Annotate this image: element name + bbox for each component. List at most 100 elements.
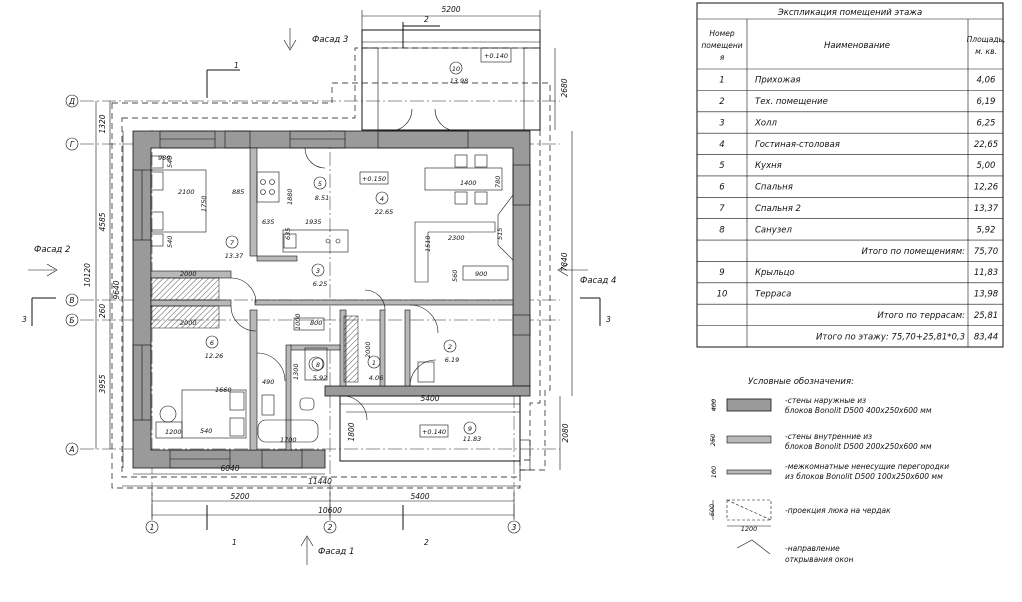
explication-row-name: Кухня (755, 161, 782, 171)
svg-text:1000: 1000 (294, 313, 302, 330)
room-6-number: 6 (210, 339, 214, 347)
explication-row-num: 10 (717, 290, 728, 300)
svg-text:980: 980 (158, 154, 170, 162)
svg-text:1300: 1300 (292, 363, 300, 380)
legend-window-arrow-icon (736, 539, 771, 555)
axis-D: Д (68, 97, 75, 106)
legend-item-3-line2: из блоков Bonolit D500 100х250х600 мм (785, 472, 943, 481)
room-9-area: 11.83 (463, 435, 482, 443)
svg-text:1660: 1660 (215, 386, 232, 394)
facade-2-label: Фасад 2 (34, 245, 70, 255)
svg-text:1880: 1880 (286, 188, 294, 205)
explication-row-area: 22,65 (974, 140, 998, 150)
svg-text:540: 540 (166, 156, 174, 168)
facade-2-arrow-icon (46, 263, 58, 277)
legend-partition-swatch (726, 469, 772, 475)
svg-text:635: 635 (262, 218, 274, 226)
facade-1-arrow-icon (300, 535, 314, 547)
dim-10120: 10120 (83, 263, 92, 287)
inner-dimensions: 980 540 2100 885 1750 540 635 1880 1935 … (158, 154, 504, 444)
floor-plan: +0.140 10 13.98 (22, 5, 616, 565)
explication-row-name: Холл (754, 118, 777, 128)
room-10-number: 10 (452, 65, 460, 73)
svg-text:560: 560 (451, 270, 459, 282)
room-1-area: 4.06 (369, 374, 383, 382)
bed-room7 (150, 169, 207, 233)
room-7-area: 13.37 (225, 252, 244, 260)
svg-text:1750: 1750 (200, 195, 208, 212)
axis-1: 1 (150, 523, 155, 532)
explication-row-num: 8 (719, 225, 725, 235)
foundation-contour (121, 47, 541, 478)
svg-text:1510: 1510 (424, 235, 432, 252)
facade-4-arrow-icon (557, 263, 569, 277)
explication-row-area: 5,00 (977, 161, 996, 171)
legend-inner-wall-swatch (726, 435, 772, 444)
explication-row-area: 5,92 (977, 225, 996, 235)
room-6-area: 12.26 (205, 352, 224, 360)
explication-row-area: 13,98 (974, 290, 999, 300)
explication-row-area: 75,70 (974, 247, 998, 257)
explication-row-name: Крыльцо (755, 268, 795, 278)
legend-item-2-line2: блоков Bonolit D500 200х250х600 мм (785, 442, 932, 451)
header-area-1: Площадь, (967, 35, 1006, 44)
explication-row-name: Гостиная-столовая (755, 140, 840, 150)
legend-outer-wall-swatch (726, 398, 772, 412)
roof-contour (111, 82, 551, 489)
exterior-wall (132, 130, 531, 469)
legend-item-1-line2: блоков Bonolit D500 400х250х600 мм (785, 406, 932, 415)
dim-260: 260 (98, 304, 107, 319)
coffee-table (462, 265, 509, 281)
svg-text:635: 635 (284, 228, 292, 240)
explication-row-name: Итого по помещениям: (862, 247, 966, 257)
section-3-right: 3 (606, 315, 611, 324)
legend: Условные обозначения: 400 -стены наружны… (708, 377, 949, 564)
axis-B: Б (69, 316, 74, 325)
explication-row-num: 5 (719, 161, 724, 171)
explication-row-area: 11,83 (974, 268, 998, 278)
facade-1-label: Фасад 1 (318, 547, 354, 557)
svg-text:515: 515 (496, 228, 504, 240)
bed-room6 (181, 389, 247, 439)
svg-text:900: 900 (475, 270, 487, 278)
kitchen-counter-lower (282, 229, 349, 253)
room-1-number: 1 (372, 359, 376, 367)
room-7-number: 7 (230, 239, 235, 247)
explication-row-area: 12,26 (974, 183, 999, 193)
explication-row-num: 1 (719, 76, 724, 86)
dim-terrace-width: 5200 (441, 5, 460, 14)
sink (261, 394, 275, 416)
toilet (299, 397, 315, 411)
explication-row-num: 4 (719, 140, 724, 150)
explication-row-area: 6,19 (977, 97, 996, 107)
terrace-level: +0.140 (484, 52, 508, 60)
explication-row-area: 4,06 (977, 76, 997, 86)
section-1-top: 1 (234, 61, 239, 70)
explication-row-name: Тех. помещение (755, 97, 828, 107)
explication-row-name: Прихожая (755, 76, 801, 86)
legend-dim-1200: 1200 (741, 525, 758, 533)
svg-text:1200: 1200 (165, 428, 182, 436)
axis-A: А (68, 445, 74, 454)
room-5-area: 8.51 (315, 194, 329, 202)
room-5-number: 5 (318, 180, 322, 188)
legend-item-5-line2: открывания окон (785, 555, 854, 564)
wardrobe-1 (150, 277, 220, 301)
svg-text:780: 780 (494, 176, 502, 188)
room-4-area: 22.65 (375, 208, 394, 216)
svg-text:1700: 1700 (280, 436, 297, 444)
legend-item-4-line1: -проекция люка на чердак (785, 506, 891, 515)
room-9-number: 9 (468, 425, 472, 433)
dim-3955: 3955 (98, 374, 107, 393)
living-level: +0.150 (362, 175, 386, 183)
header-name: Наименование (824, 41, 890, 51)
svg-text:2000: 2000 (364, 341, 372, 358)
room-10-area: 13.98 (450, 77, 469, 85)
wardrobe-3 (343, 315, 359, 383)
dim-1320: 1320 (98, 114, 107, 133)
explication-row-name: Спальня (755, 183, 793, 193)
svg-text:800: 800 (310, 319, 322, 327)
room-2-number: 2 (448, 343, 452, 351)
facade-4-label: Фасад 4 (580, 276, 616, 286)
